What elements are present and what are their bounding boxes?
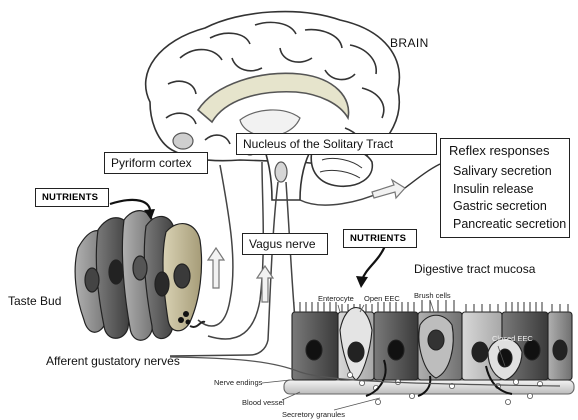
- nutrients-arrow-gut: [362, 246, 385, 280]
- brush-cells-label: Brush cells: [414, 291, 451, 300]
- afferent-gustatory-nerves-label: Afferent gustatory nerves: [46, 354, 180, 368]
- brain-label: BRAIN: [390, 36, 429, 50]
- reflex-responses-list: Salivary secretion Insulin release Gastr…: [453, 163, 566, 233]
- pyriform-cortex-label: Pyriform cortex: [111, 156, 192, 170]
- gut-mucosa: [284, 300, 574, 394]
- reflex-arrow: [372, 180, 405, 198]
- secretory-granules-label: Secretory granules: [282, 410, 345, 419]
- nucleus-solitary-tract-label: Nucleus of the Solitary Tract: [243, 137, 393, 151]
- nutrients-taste-box: NUTRIENTS: [35, 188, 109, 207]
- closed-eec-label: Closed EEC: [492, 334, 533, 343]
- up-arrow-gustatory: [208, 248, 224, 288]
- reflex-item: Salivary secretion: [453, 163, 566, 181]
- vagus-nerve-label: Vagus nerve: [249, 237, 316, 251]
- digestive-tract-mucosa-label: Digestive tract mucosa: [414, 262, 535, 276]
- nutrients-gut-label: NUTRIENTS: [350, 233, 406, 244]
- nutrients-gut-box: NUTRIENTS: [343, 229, 417, 248]
- nucleus-nodule-2: [275, 162, 287, 182]
- reflex-item: Gastric secretion: [453, 198, 566, 216]
- reflex-responses-box: Reflex responses Salivary secretion Insu…: [440, 138, 570, 238]
- reflex-connector: [405, 164, 440, 188]
- reflex-item: Pancreatic secretion: [453, 216, 566, 234]
- reflex-item: Insulin release: [453, 181, 566, 199]
- pyriform-nodule: [173, 133, 193, 149]
- taste-bud-label: Taste Bud: [8, 294, 61, 308]
- nerve-endings-label: Nerve endings: [214, 378, 262, 387]
- nutrients-taste-label: NUTRIENTS: [42, 192, 98, 203]
- blood-vessel-label: Blood vessel: [242, 398, 285, 407]
- pyriform-cortex-box: Pyriform cortex: [104, 152, 208, 174]
- enterocyte-label: Enterocyte: [318, 294, 354, 303]
- nucleus-solitary-tract-box: Nucleus of the Solitary Tract: [236, 133, 437, 155]
- open-eec-label: Open EEC: [364, 294, 400, 303]
- reflex-responses-title: Reflex responses: [449, 143, 549, 158]
- vagus-nerve-box: Vagus nerve: [242, 233, 328, 255]
